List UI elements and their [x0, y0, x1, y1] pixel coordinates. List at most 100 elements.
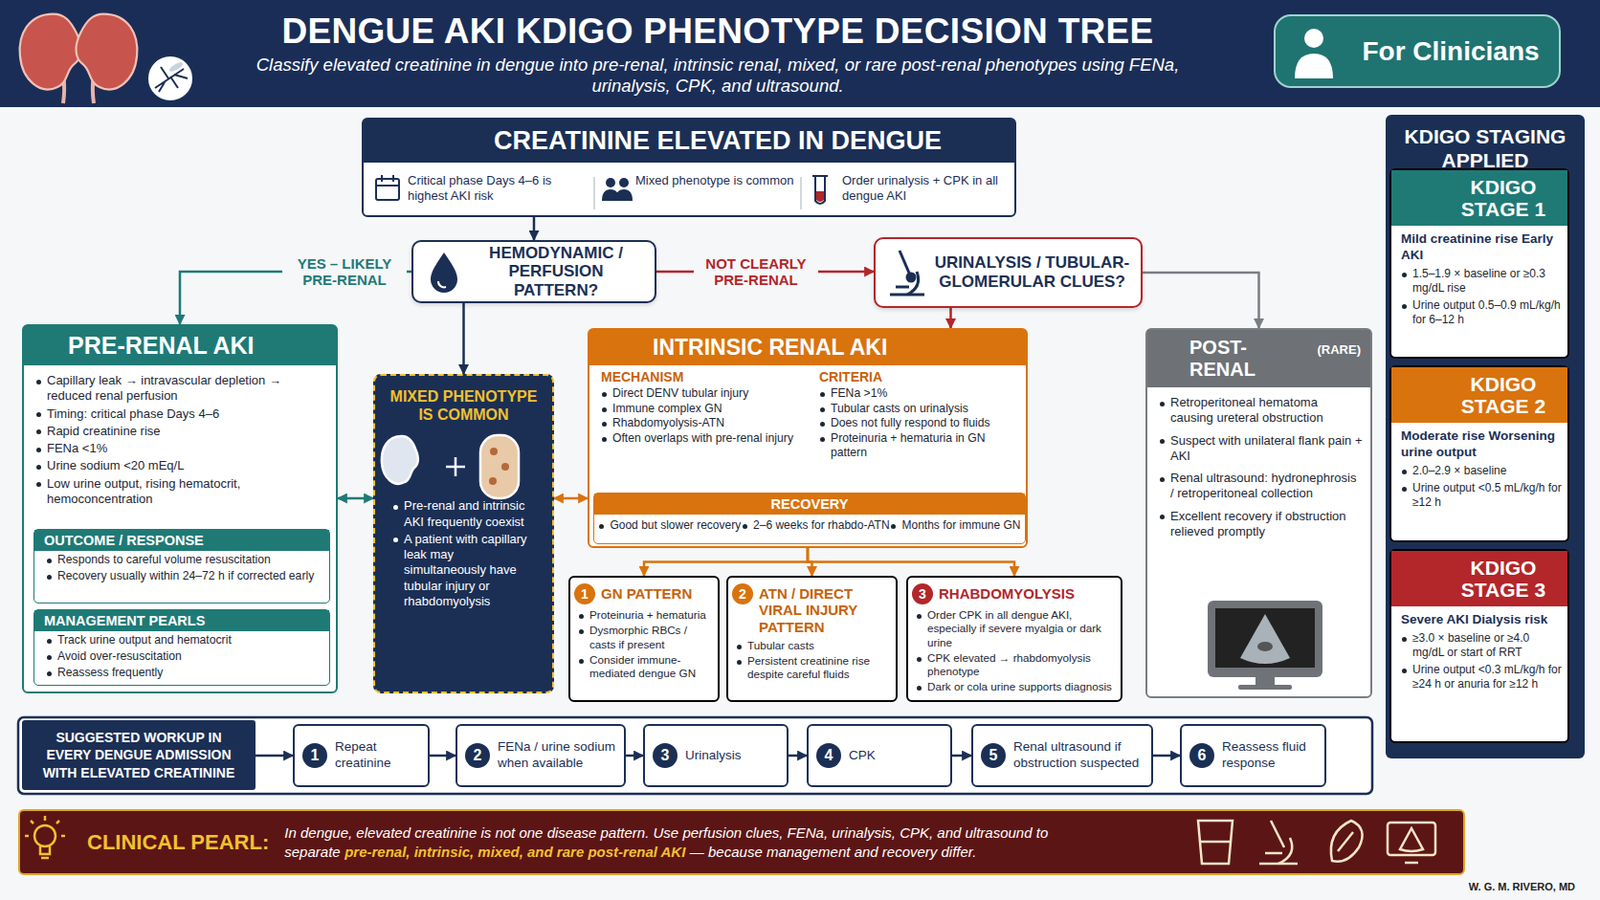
heading-text: CLINICAL PEARL:: [87, 830, 269, 856]
heading-text: URINALYSIS / TUBULAR-GLOMERULAR CLUES?: [931, 253, 1134, 291]
header-kidneys: [20, 14, 138, 104]
body-text: Order CPK in all dengue AKI, especially …: [915, 608, 1115, 650]
mixed-callout: MIXED PHENOTYPE IS COMMONPre-renal and i…: [373, 374, 555, 694]
callout-number: 5: [980, 743, 1006, 769]
text-group: MECHANISMDirect DENV tubular injuryImmun…: [589, 365, 808, 447]
path-shape: [816, 191, 824, 202]
workup-frame: [18, 717, 1373, 795]
rect-shape: [1215, 608, 1315, 668]
body-text: pre-renal, intrinsic, mixed, and rare po…: [344, 844, 686, 861]
body-text: RHABDOMYOLYSIS: [938, 583, 1075, 602]
header-badge: For Clinicians: [1273, 14, 1561, 89]
body-text: Urine output 0.5–0.9 mL/kg/h for 6–12 h: [1400, 298, 1562, 328]
header-band: [0, 0, 1600, 108]
body-text: Urine sodium <20 mEq/L: [35, 458, 329, 474]
recovery-bar: RECOVERYGood but slower recovery2–6 week…: [593, 492, 1026, 545]
edge-label: NOT CLEARLY PRE-RENAL: [693, 253, 819, 291]
connector-arrow: [429, 755, 456, 758]
connector-arrow: [1142, 272, 1260, 329]
rect-shape: [1255, 677, 1275, 686]
lightbulb-icon: [24, 816, 66, 859]
ultrasound-monitor: [1207, 600, 1323, 690]
body-text: CPK: [848, 748, 876, 765]
body-text: Reassess frequently: [45, 666, 322, 681]
rect-shape: [1207, 600, 1323, 678]
tube-icon: [812, 176, 828, 204]
sub-panel: MANAGEMENT PEARLSTrack urine output and …: [33, 609, 331, 687]
mosquito-icon: [147, 55, 194, 102]
connector-arrow: [807, 548, 1015, 577]
heading-text: SUGGESTED WORKUP IN EVERY DENGUE ADMISSI…: [31, 729, 246, 782]
text-group: Good but slower recovery2–6 weeks for rh…: [594, 514, 1025, 537]
callout-number: 3: [652, 743, 678, 769]
callout-number: 4: [816, 743, 842, 769]
body-text: Tubular casts: [735, 639, 890, 653]
pattern-box: 2ATN / DIRECT VIRAL INJURY PATTERNTubula…: [726, 576, 898, 703]
rect-shape: [1387, 822, 1436, 856]
heading-text: PRE-RENAL AKI: [23, 326, 336, 366]
line-shape: [56, 821, 60, 824]
rect-shape: [376, 178, 400, 200]
body-text: Urine output <0.3 mL/kg/h for ≥24 h or a…: [1400, 663, 1562, 692]
body-text: Dark or cola urine supports diagnosis: [915, 680, 1115, 694]
line-shape: [1404, 862, 1419, 866]
body-text: MECHANISM: [600, 369, 800, 385]
callout-number: 1: [302, 743, 328, 769]
connector-arrow: [255, 755, 293, 758]
line-shape: [61, 835, 66, 839]
path-shape: [1400, 828, 1423, 852]
path-shape: [1200, 841, 1230, 845]
body-text: Consider immune-mediated dengue GN: [577, 653, 712, 682]
text-group: 1GN PATTERN: [574, 583, 714, 605]
pattern-box: 3RHABDOMYOLYSIS Order CPK in all dengue A…: [906, 576, 1123, 703]
body-text: Rhabdomyolysis-ATN: [600, 416, 802, 431]
body-text: FENa / urine sodium when available: [497, 739, 617, 773]
connector-arrow: [554, 497, 588, 501]
stage-card: KDIGO STAGE 2Moderate rise Worsening uri…: [1389, 365, 1570, 543]
body-text: Repeat creatinine: [334, 739, 421, 773]
body-text: Proteinuria + hematuria in GN pattern: [819, 431, 1021, 460]
body-text: Tubular casts on urinalysis: [819, 401, 1021, 417]
body-text: Capillary leak → intravascular depletion…: [35, 373, 329, 405]
heading-text: HEMODYNAMIC / PERFUSION PATTERN?: [465, 244, 647, 301]
note-band: CLINICAL PEARL:In dengue, elevated creat…: [18, 809, 1466, 876]
text-group: POST-RENAL(RARE): [1147, 330, 1371, 388]
body-text: A patient with capillary leak may simult…: [392, 532, 539, 610]
line-shape: [380, 175, 383, 182]
path-shape: [381, 436, 419, 485]
connector-arrow: [807, 548, 813, 577]
text-group: CRITERIAFENa >1%Tubular casts on urinaly…: [807, 365, 1026, 461]
pearl-icons: [1198, 821, 1436, 865]
circle-shape: [501, 463, 510, 471]
body-text: FENa >1%: [819, 386, 1021, 401]
connector-arrow: [625, 755, 644, 758]
info-item: Mixed phenotype is common: [599, 173, 796, 214]
connector-arrow: [788, 755, 807, 758]
connector-arrow: [462, 303, 466, 375]
circle-shape: [1304, 28, 1324, 48]
body-text: Good but slower recovery: [598, 518, 741, 534]
info-item: Critical phase Days 4–6 is highest AKI r…: [371, 173, 590, 214]
circle-shape: [619, 177, 629, 188]
body-text: Direct DENV tubular injury: [600, 386, 802, 401]
rect-shape: [1238, 685, 1292, 690]
path-shape: [601, 189, 620, 201]
body-text: Moderate rise Worsening urine output: [1400, 428, 1560, 462]
droplet-icon: [430, 252, 458, 293]
body-text: Dysmorphic RBCs / casts if present: [577, 623, 712, 652]
body-text: Responds to careful volume resuscitation: [45, 553, 322, 568]
body-text: Urinalysis: [685, 748, 742, 765]
text-group: 3RHABDOMYOLYSIS: [911, 583, 1117, 605]
body-text: Proteinuria + hematuria: [577, 608, 712, 623]
body-text: Retroperitoneal hematoma causing uretera…: [1158, 395, 1363, 427]
diagram-title: DENGUE AKI KDIGO PHENOTYPE DECISION TREE: [220, 11, 1216, 52]
body-text: Avoid over-resuscitation: [45, 649, 322, 665]
body-text: 2.0–2.9 × baseline: [1400, 464, 1562, 479]
step-box: 4 CPK: [806, 724, 953, 788]
use-shape: [20, 14, 138, 90]
heading-text: KDIGO STAGING APPLIED: [1391, 124, 1579, 173]
circle-shape: [489, 447, 498, 456]
stage-card: KDIGO STAGE 3Severe AKI Dialysis risk≥3.…: [1389, 549, 1570, 744]
body-text: GN PATTERN: [600, 583, 692, 602]
